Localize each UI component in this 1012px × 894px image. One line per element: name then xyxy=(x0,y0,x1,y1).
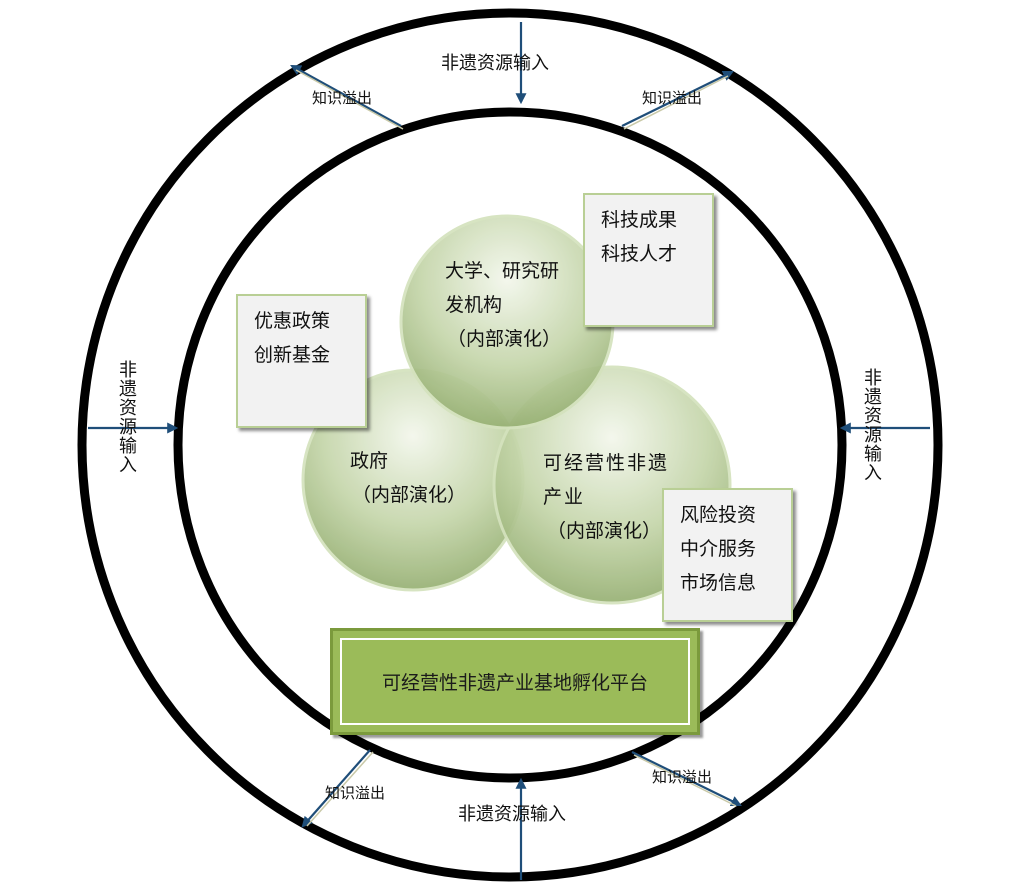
circle-university-text: 大学、研究研 发机构 （内部演化） xyxy=(445,254,561,356)
arrow-spill-top-right xyxy=(621,70,734,127)
arrow-spill-bottom-left xyxy=(301,749,371,828)
label-input-bottom: 非遗资源输入 xyxy=(458,804,566,825)
label-spill-bottom-right: 知识溢出 xyxy=(652,768,713,786)
label-input-left: 非遗资源输入 xyxy=(116,360,137,474)
university-line1: 大学、研究研 xyxy=(445,260,560,282)
policy-line2: 创新基金 xyxy=(254,344,331,366)
box-tech: 科技成果 科技人才 xyxy=(583,193,714,327)
government-line2: （内部演化） xyxy=(352,484,467,506)
label-input-top: 非遗资源输入 xyxy=(441,53,549,74)
arrow-shadows xyxy=(295,69,737,827)
arrow-spill-bottom-right xyxy=(631,751,742,807)
tech-line1: 科技成果 xyxy=(601,209,678,231)
circle-government-text: 政府 （内部演化） xyxy=(350,444,466,512)
industry-line1: 可经营性非遗 xyxy=(543,452,670,474)
policy-line1: 优惠政策 xyxy=(254,310,331,332)
arrow-spill-top-left xyxy=(290,64,402,127)
market-line3: 市场信息 xyxy=(680,572,757,594)
label-spill-bottom-left: 知识溢出 xyxy=(325,784,386,802)
box-policy: 优惠政策 创新基金 xyxy=(236,294,367,428)
outer-ring xyxy=(77,8,943,882)
industry-line3: （内部演化） xyxy=(547,520,662,542)
university-line2: 发机构 xyxy=(445,294,503,316)
university-line3: （内部演化） xyxy=(447,328,562,350)
government-line1: 政府 xyxy=(350,450,389,472)
market-line1: 风险投资 xyxy=(680,504,757,526)
market-line2: 中介服务 xyxy=(680,538,757,560)
industry-line2: 产业 xyxy=(543,486,586,508)
label-spill-top-right: 知识溢出 xyxy=(642,89,703,107)
circle-industry-text: 可经营性非遗 产业 （内部演化） xyxy=(543,446,669,548)
tech-line2: 科技人才 xyxy=(601,243,678,265)
label-spill-top-left: 知识溢出 xyxy=(312,89,373,107)
incubation-platform: 可经营性非遗产业基地孵化平台 xyxy=(330,628,700,735)
incubation-platform-label: 可经营性非遗产业基地孵化平台 xyxy=(340,638,690,725)
arrows xyxy=(88,22,930,880)
box-market: 风险投资 中介服务 市场信息 xyxy=(662,488,793,622)
label-input-right: 非遗资源输入 xyxy=(861,368,882,482)
inner-ring xyxy=(173,107,847,783)
